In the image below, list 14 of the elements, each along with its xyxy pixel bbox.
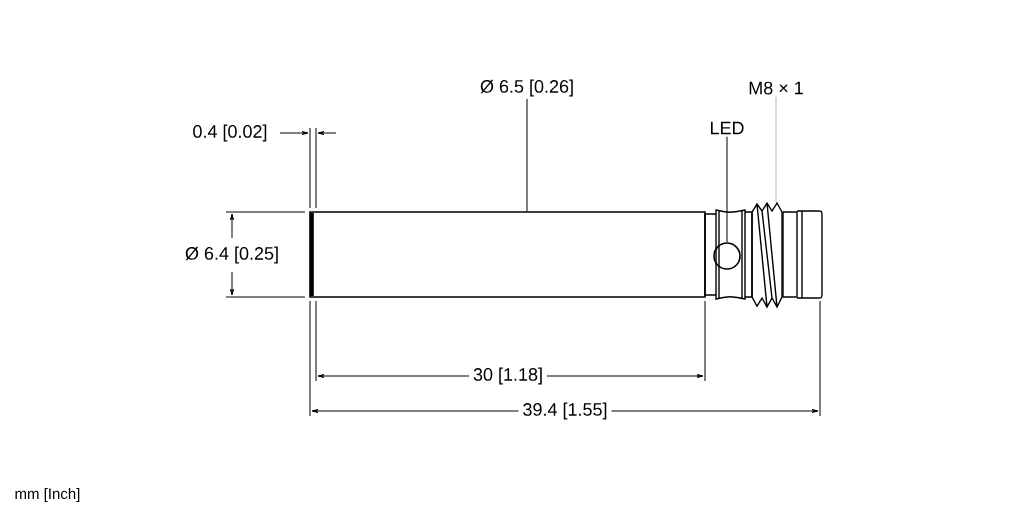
thread-drawing: [751, 201, 783, 309]
dimension-label: Ø 6.5 [0.26]: [480, 79, 573, 97]
dimension-label: 30 [1.18]: [469, 363, 548, 389]
dimension-label: 0.4 [0.02]: [188, 120, 272, 146]
led-window: [713, 242, 741, 270]
leader-line: [526, 98, 528, 212]
unit-note: mm [Inch]: [10, 484, 85, 506]
sensor-body: [309, 211, 706, 298]
leader-line: [726, 136, 728, 243]
dimension-label: LED: [710, 121, 744, 135]
dimension-label: 39.4 [1.55]: [518, 398, 612, 424]
leader-line: [775, 96, 777, 203]
dimension-label: Ø 6.4 [0.25]: [181, 242, 284, 268]
dimension-label: M8 × 1: [749, 81, 803, 95]
